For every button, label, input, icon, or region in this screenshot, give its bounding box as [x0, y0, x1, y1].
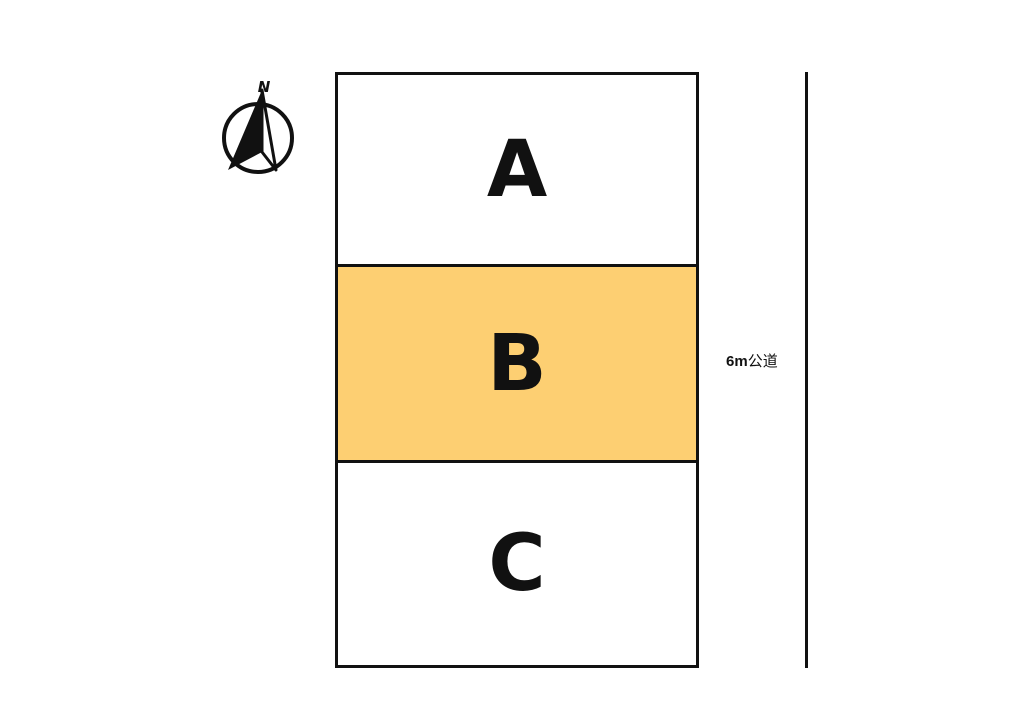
lot-b: B [335, 264, 699, 463]
lot-a-label: A [486, 124, 548, 215]
lot-c-label: C [488, 519, 546, 609]
north-arrow-icon: N [216, 76, 302, 180]
road-boundary-line [805, 72, 808, 668]
lot-b-label: B [487, 318, 547, 409]
road-width: 6m [726, 353, 748, 370]
road-label: 6m公道 [726, 350, 778, 371]
road-type: 公道 [747, 353, 778, 370]
lot-c: C [335, 460, 699, 668]
lot-a: A [335, 72, 699, 267]
north-label: N [258, 78, 271, 96]
